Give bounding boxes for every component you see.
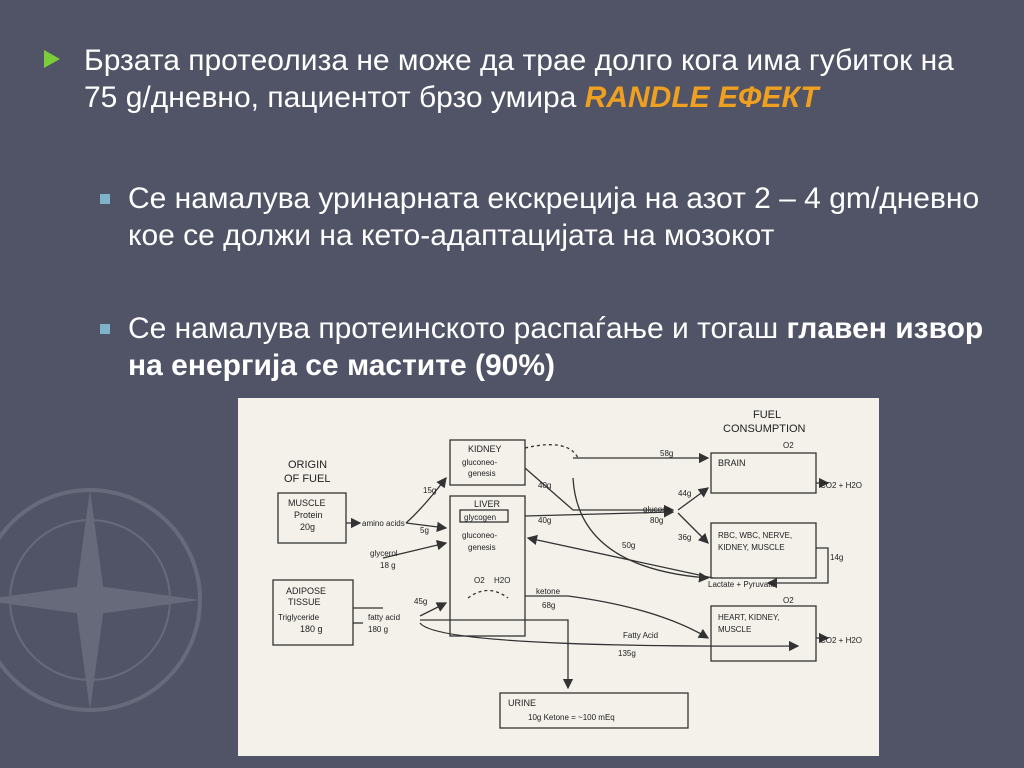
co2-heart-label: CO2 + H2O [820,636,862,645]
kidney-label: KIDNEY [468,444,502,454]
value-58g: 58g [660,449,673,458]
triglyceride-value: 180 g [300,624,323,634]
value-15g: 15g [423,486,436,495]
brain-box [710,452,817,494]
value-5g: 5g [420,526,429,535]
origin-title-line1: ORIGIN [288,459,327,471]
main-bullet-text: Брзата протеолиза не може да трае долго … [84,42,994,116]
o2-label-liver: O2 [474,576,485,585]
o2-label-brain: O2 [783,441,794,450]
fatty-acid-bottom-label: Fatty Acid [623,631,658,640]
liver-gluconeo: gluconeo- [462,531,497,540]
heart-box [710,605,817,662]
brain-label: BRAIN [718,458,746,468]
adipose-box [272,579,354,646]
value-36g: 36g [678,533,691,542]
triglyceride-label: Triglyceride [278,613,320,622]
fatty-acid-label: fatty acid [368,613,400,622]
value-44g: 44g [678,489,691,498]
glycogen-box [459,509,509,523]
urine-ketone-label: 10g Ketone = ~100 mEq [528,713,615,722]
origin-title-line2: OF FUEL [284,473,330,485]
randle-effect-label: RANDLE ЕФЕКТ [584,81,819,114]
fuel-metabolism-diagram: ORIGIN OF FUEL FUEL CONSUMPTION MUSCLE P… [238,398,879,756]
ketone-value: 68g [542,601,555,610]
muscle-protein-value: 20g [300,522,315,532]
square-bullet-icon [100,324,110,334]
compass-watermark-icon [0,488,202,712]
fatty-acid-bottom-value: 135g [618,649,636,658]
adipose-label-1: ADIPOSE [286,586,326,596]
amino-acids-label: amino acids [362,519,405,528]
co2-brain-label: CO2 + H2O [820,481,862,490]
value-45g: 45g [414,597,427,606]
glycerol-label: glycerol [370,549,398,558]
rbc-label-1: RBC, WBC, NERVE, [718,531,792,540]
kidney-genesis: genesis [468,469,496,478]
kidney-gluconeo: gluconeo- [462,458,497,467]
lactate-pyruvate-label: Lactate + Pyruvate [708,580,775,589]
urine-box [499,692,689,729]
heart-label-1: HEART, KIDNEY, [718,613,780,622]
square-bullet-icon [100,194,110,204]
value-50g: 50g [622,541,635,550]
muscle-box [277,492,347,544]
liver-genesis: genesis [468,543,496,552]
sub-bullet-2-body: Се намалува протеинското распаѓање и тог… [128,312,787,345]
glucose-value: 80g [650,516,663,525]
sub-bullet-1-text: Се намалува уринарната екскреција на азо… [128,182,980,252]
muscle-label: MUSCLE [288,498,326,508]
value-14g: 14g [830,553,843,562]
liver-label: LIVER [474,499,501,509]
h2o-label-liver: H2O [494,576,510,585]
sub-bullet-2-bold: главен извор на енергија се мастите (90%… [128,312,984,382]
muscle-protein-label: Protein [294,510,323,520]
sub-bullet-2-text: Се намалува протеинското распаѓање и тог… [128,310,988,384]
main-bullet-body: Брзата протеолиза не може да трае долго … [84,44,954,114]
urine-label: URINE [508,698,536,708]
ketone-label: ketone [536,587,561,596]
fatty-acid-value: 180 g [368,625,388,634]
heart-label-2: MUSCLE [718,625,751,634]
glycogen-label: glycogen [464,513,496,522]
consumption-title-line2: CONSUMPTION [723,423,806,435]
liver-box [449,495,526,637]
triangle-bullet-icon [44,50,60,68]
o2-label-heart: O2 [783,596,794,605]
adipose-label-2: TISSUE [288,597,321,607]
consumption-title-line1: FUEL [753,409,781,421]
rbc-box [710,522,817,579]
rbc-label-2: KIDNEY, MUSCLE [718,543,785,552]
kidney-box [449,439,526,486]
glucose-label: glucose [643,505,671,514]
value-40g-kidney: 40g [538,481,551,490]
value-40g-liver: 40g [538,516,551,525]
glycerol-value: 18 g [380,561,396,570]
